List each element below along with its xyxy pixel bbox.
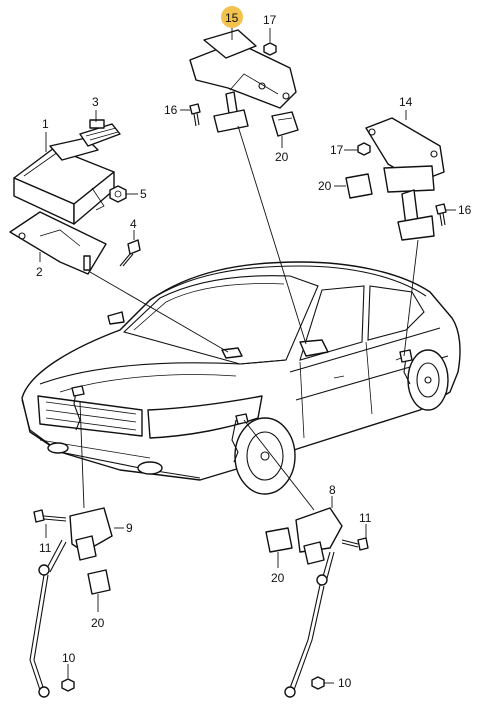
callout-10-right: 10 [338, 676, 352, 690]
callout-16-rear: 16 [458, 203, 472, 217]
callout-15: 15 [225, 11, 239, 25]
part-16-bolt-rear [435, 203, 447, 227]
callout-labels: 15 17 16 20 3 1 5 4 2 14 17 20 16 9 11 2… [36, 11, 472, 690]
callout-2: 2 [36, 265, 43, 279]
part-10-nut-right [311, 676, 325, 690]
callout-11-right: 11 [359, 511, 372, 525]
part-2-bracket [9, 211, 107, 275]
part-15-level-sensor [189, 29, 297, 133]
callout-17-rear: 17 [330, 143, 344, 157]
part-16-bolt-top [189, 103, 201, 127]
part-9-front-left-sensor [29, 507, 113, 698]
part-3-connector [79, 119, 121, 147]
sensor-marker-windshield [221, 347, 243, 359]
callout-14: 14 [399, 95, 413, 109]
part-20-connector-right [265, 527, 293, 553]
part-14-rear-sensor [365, 117, 445, 241]
sensor-marker-front-left [71, 385, 85, 431]
part-11-bolt-right [341, 537, 369, 551]
car-body [21, 261, 461, 495]
part-17-nut-rear [357, 142, 371, 156]
leader-lines [39, 26, 456, 684]
callout-5: 5 [140, 187, 147, 201]
part-20-connector-top [271, 111, 299, 137]
sensor-marker-rear [399, 349, 413, 385]
callout-10-left: 10 [62, 651, 76, 665]
callout-20-right: 20 [271, 571, 285, 585]
part-20-connector-rear [345, 173, 373, 199]
callout-3: 3 [92, 95, 99, 109]
part-11-bolt-left [33, 509, 67, 523]
callout-9: 9 [126, 521, 133, 535]
part-4-bolt [119, 239, 141, 267]
part-10-nut-left [61, 678, 75, 692]
part-17-nut-top [263, 42, 277, 56]
callout-20-left: 20 [91, 616, 105, 630]
callout-8: 8 [329, 483, 336, 497]
part-1-control-unit [13, 137, 115, 225]
callout-4: 4 [130, 217, 137, 231]
callout-15-highlight [221, 6, 243, 28]
callout-20-top: 20 [275, 150, 289, 164]
part-8-front-right-sensor [284, 507, 343, 698]
callout-20-rear: 20 [318, 179, 332, 193]
callout-11-left: 11 [39, 541, 52, 555]
callout-16-top: 16 [164, 103, 178, 117]
part-5-nut [109, 185, 127, 203]
part-20-connector-left [87, 569, 111, 595]
callout-1: 1 [42, 117, 49, 131]
callout-17-top: 17 [263, 13, 277, 27]
